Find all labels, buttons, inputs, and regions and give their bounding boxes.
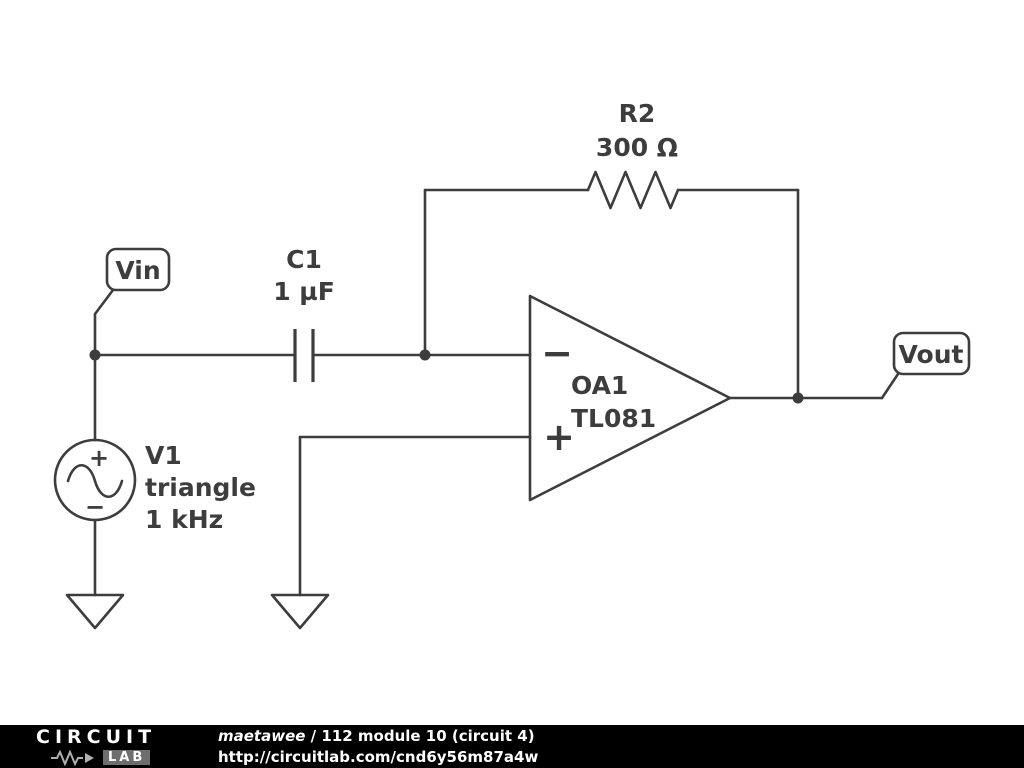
vin-label: Vin	[115, 256, 160, 285]
junction-dot	[89, 349, 101, 361]
opamp-triangle	[528, 294, 732, 502]
logo-waveform-icon	[51, 749, 94, 766]
source-name-label: V1	[145, 441, 182, 470]
wires	[93, 188, 900, 597]
source-plus-icon: +	[89, 444, 109, 472]
resistor-r2: R2 300 Ω	[586, 99, 680, 210]
vout-tag-box	[892, 331, 971, 376]
net-label-vin: Vin	[105, 247, 171, 292]
capacitor-c1: C1 1 µF	[273, 245, 335, 382]
opamp-oa1: − + OA1 TL081	[528, 294, 732, 502]
resistor-value-label: 300 Ω	[596, 133, 678, 162]
source-v1: + − V1 triangle 1 kHz	[53, 438, 256, 534]
opamp-inverting-input-icon: −	[541, 331, 573, 375]
vout-label: Vout	[899, 340, 964, 369]
footer-meta: maetawee / 112 module 10 (circuit 4) htt…	[218, 726, 538, 768]
logo-lab-text: LAB	[103, 750, 151, 765]
ground-icon	[270, 593, 330, 630]
footer-title-line: maetawee / 112 module 10 (circuit 4)	[218, 726, 538, 747]
vin-tag-box	[105, 247, 171, 292]
net-label-vout: Vout	[892, 331, 971, 376]
capacitor-name-label: C1	[286, 245, 322, 274]
junctions	[89, 349, 804, 404]
resistor-name-label: R2	[619, 99, 656, 128]
wire-vout-stem	[880, 372, 900, 400]
footer-bar: CIRCUIT LAB maetawee / 112 module 10 (ci…	[0, 725, 1024, 768]
opamp-noninverting-input-icon: +	[543, 415, 575, 459]
footer-title: 112 module 10 (circuit 4)	[321, 726, 535, 745]
footer-author: maetawee	[218, 726, 306, 745]
logo-circuit-text: CIRCUIT	[36, 725, 157, 748]
capacitor-value-label: 1 µF	[273, 277, 335, 306]
grounds	[65, 593, 330, 630]
junction-dot	[419, 349, 431, 361]
opamp-model-label: TL081	[571, 404, 656, 433]
source-minus-icon: −	[85, 493, 105, 521]
junction-dot	[792, 392, 804, 404]
footer-url: http://circuitlab.com/cnd6y56m87a4w	[218, 747, 539, 766]
source-waveform-icon	[66, 463, 124, 499]
circuitlab-logo: CIRCUIT LAB	[36, 725, 218, 766]
source-frequency-label: 1 kHz	[145, 505, 223, 534]
circuit-schematic: Vin Vout C1 1 µF R2 300 Ω − + OA1 TL081	[53, 99, 971, 630]
footer-separator: /	[305, 726, 322, 745]
source-circle	[53, 438, 137, 522]
ground-icon	[65, 593, 125, 630]
wire-vin-stem	[93, 288, 115, 357]
opamp-name-label: OA1	[571, 371, 628, 400]
logo-bottom-row: LAB	[36, 749, 218, 766]
source-waveform-label: triangle	[145, 473, 256, 502]
resistor-zigzag	[586, 170, 680, 210]
